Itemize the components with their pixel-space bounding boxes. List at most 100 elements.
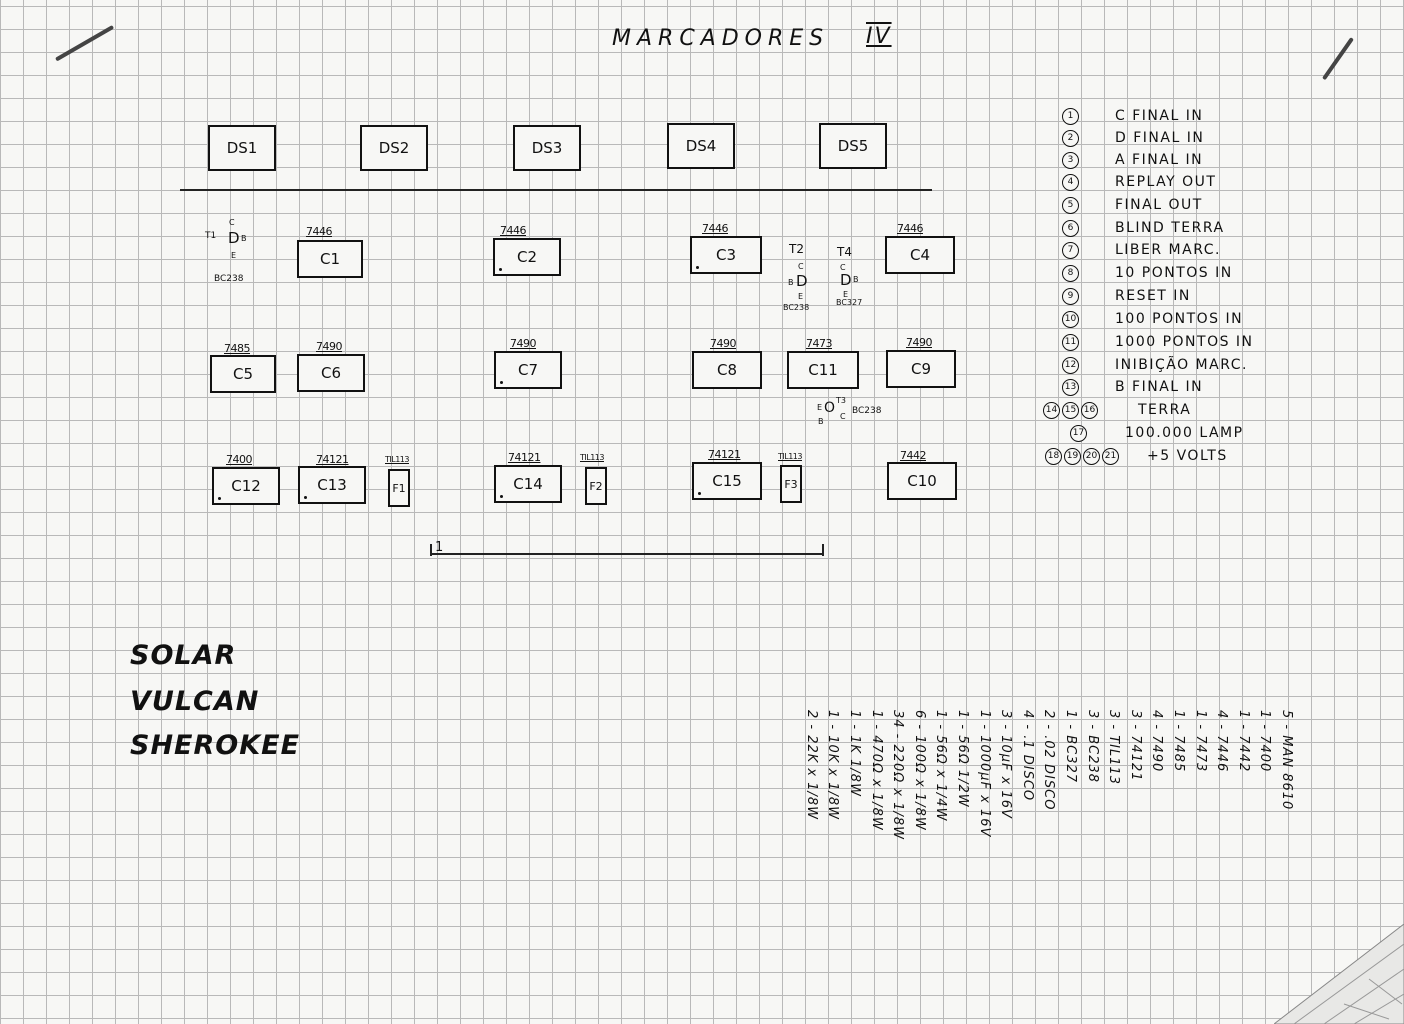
pin1-dot — [218, 497, 221, 500]
transistor-t2-label: T2 — [789, 242, 804, 256]
chip-c13: C13 — [298, 466, 366, 504]
display-ds3: DS3 — [513, 125, 581, 171]
chip-id: F1 — [392, 481, 406, 495]
chip-c14: C14 — [494, 465, 562, 503]
chip-c10: C10 — [887, 462, 957, 500]
opto-f1: F1 — [388, 469, 410, 507]
pin1-dot — [698, 492, 701, 495]
opto-f2: F2 — [585, 467, 607, 505]
pin1-dot — [500, 381, 503, 384]
pin-label: +5 VOLTS — [1147, 448, 1228, 464]
chip-id: C10 — [907, 472, 937, 490]
transistor-t4-label: T4 — [837, 245, 852, 259]
pin1-dot — [500, 495, 503, 498]
pin-label: TERRA — [1138, 402, 1192, 418]
chip-id: C11 — [808, 361, 838, 379]
transistor-t4-pin-e: E — [843, 290, 849, 299]
chip-id: F3 — [784, 477, 798, 491]
transistor-t2-pin-b: B — [788, 278, 794, 287]
pin-number: 12 — [1062, 356, 1079, 374]
bom-entry: 1 - 7400 — [1257, 710, 1273, 773]
transistor-t3-pin-b: B — [818, 417, 824, 426]
legend-row: 11 1000 PONTOS IN — [1062, 331, 1254, 353]
transistor-t4-pin-c: C — [840, 263, 846, 272]
chip-part-c15: 74121 — [708, 448, 741, 461]
transistor-t1-label: T1 — [205, 231, 217, 241]
chip-c7: C7 — [494, 351, 562, 389]
pin-number: 19 — [1064, 447, 1081, 465]
bom-entry: 1 - 56Ω 1/2W — [955, 710, 970, 808]
pin-number: 14 — [1043, 401, 1060, 419]
bom-entry: 2 - 22K x 1/8W — [803, 710, 819, 821]
pin-number: 21 — [1102, 447, 1119, 465]
board-edge-top — [180, 189, 932, 191]
chip-id: F2 — [589, 479, 603, 493]
chip-c1: C1 — [297, 240, 363, 278]
chip-id: C13 — [317, 476, 347, 494]
bom-entry: 1 - 1000µF x 16V — [976, 710, 992, 838]
game-name: VULCAN — [130, 686, 260, 717]
transistor-t4-type: BC327 — [836, 298, 863, 307]
chip-part-c11: 7473 — [806, 337, 833, 350]
bom-entry: 1 - 1K 1/8W — [847, 710, 862, 797]
page-title: MARCADORES — [612, 26, 830, 51]
folded-corner — [1274, 924, 1404, 1024]
pin-label: BLIND TERRA — [1115, 220, 1225, 236]
pin-number: 3 — [1062, 151, 1079, 169]
chip-c8: C8 — [692, 351, 762, 389]
bom-entry: 4 - .1 DISCO — [1019, 710, 1035, 802]
pin-label: 100.000 LAMP — [1125, 425, 1244, 441]
bom-entry: 3 - BC238 — [1084, 710, 1100, 784]
transistor-t3-label: T3 — [836, 396, 846, 405]
transistor-t2-type: BC238 — [783, 303, 810, 312]
chip-part-f3: TIL113 — [778, 452, 802, 461]
page-title-roman: IV — [866, 24, 892, 49]
chip-c11: C11 — [787, 351, 859, 389]
legend-row: 14 15 16 TERRA — [1043, 399, 1191, 421]
chip-c15: C15 — [692, 462, 762, 500]
pin-label: D FINAL IN — [1115, 130, 1205, 146]
bom-entry: 1 - BC327 — [1063, 710, 1078, 784]
pin-number: 11 — [1062, 333, 1079, 351]
pin-label: INIBIÇÃO MARC. — [1115, 357, 1248, 373]
transistor-t2-pin-e: E — [798, 292, 804, 301]
chip-id: C3 — [715, 246, 737, 264]
chip-part-c4: 7446 — [897, 222, 924, 235]
display-ds1: DS1 — [208, 125, 276, 171]
chip-id: C6 — [320, 364, 342, 382]
chip-id: C15 — [712, 472, 742, 490]
board-edge-left-tick — [430, 544, 432, 556]
bom-entry: 6 - 100Ω x 1/8W — [911, 710, 927, 831]
chip-part-c14: 74121 — [508, 451, 541, 464]
chip-part-c6: 7490 — [316, 340, 343, 353]
transistor-t2-symbol: D — [796, 272, 808, 290]
chip-part-c13: 74121 — [316, 453, 349, 466]
chip-id: C4 — [909, 246, 931, 264]
transistor-t1-pin-c: C — [229, 218, 235, 227]
bom-entry: 1 - 56Ω x 1/4W — [933, 710, 949, 822]
connector-mark: 1 — [435, 540, 444, 555]
pin-label: 1000 PONTOS IN — [1115, 334, 1254, 350]
legend-row: 12 INIBIÇÃO MARC. — [1062, 354, 1248, 376]
transistor-t3-pin-c: C — [840, 412, 846, 421]
bom-entry: 4 - 7446 — [1214, 710, 1230, 773]
board-edge-right-tick — [822, 544, 824, 556]
pin-number: 9 — [1062, 287, 1079, 305]
chip-part-f1: TIL113 — [385, 455, 409, 464]
pin-label: LIBER MARC. — [1115, 242, 1221, 258]
chip-c5: C5 — [210, 355, 276, 393]
bom-entry: 5 - MAN 8610 — [1279, 710, 1294, 811]
chip-part-c5: 7485 — [224, 342, 251, 355]
pin-number: 8 — [1062, 264, 1079, 282]
pencil-mark-left — [55, 25, 115, 62]
transistor-t3-type: BC238 — [852, 406, 882, 416]
